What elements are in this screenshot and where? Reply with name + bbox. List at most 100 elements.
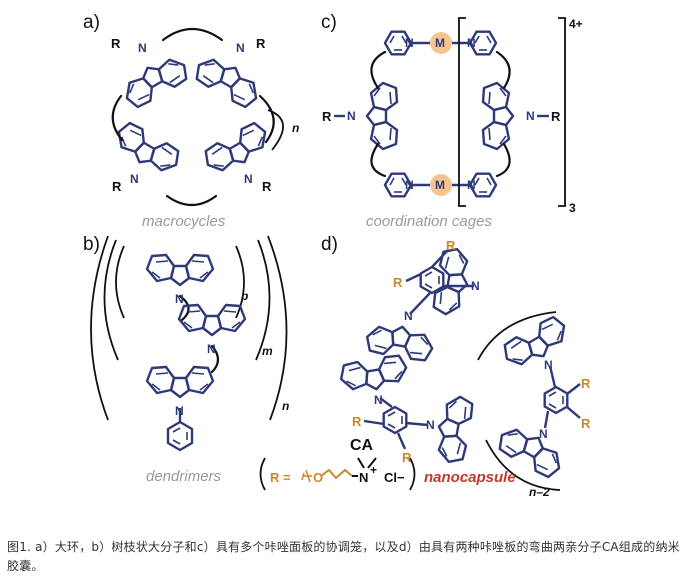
- repeat-index-n: n: [282, 399, 289, 413]
- paren-right: [409, 457, 416, 491]
- panel-d-caption: nanocapsule: [424, 469, 516, 486]
- repeat-bracket: [267, 109, 284, 151]
- panel-c-cage: [365, 17, 566, 207]
- figure-caption: 图1. a）大环，b）树枝状大分子和c）具有多个咔唑面板的协调笼，以及d）由具有…: [7, 540, 680, 573]
- attachment-point: [301, 469, 312, 483]
- macrocycle-link: [111, 94, 124, 142]
- dendrimer-link: [210, 344, 220, 374]
- metal-label: M: [435, 178, 445, 192]
- substituent-r: R: [352, 414, 362, 429]
- substituent-r: R: [581, 376, 591, 391]
- carbazole-unit: [199, 118, 275, 180]
- triazine-ring: [166, 420, 194, 452]
- panel-c-label: c): [321, 12, 337, 33]
- panel-d-label: d): [321, 234, 338, 255]
- substituent-r: R: [111, 36, 121, 51]
- n-atom: N: [405, 36, 414, 50]
- substituent-r: R: [551, 109, 561, 124]
- n-atom: N: [539, 427, 548, 441]
- n-atom: N: [467, 178, 476, 192]
- n-atom: N: [175, 404, 184, 418]
- carbazole-unit: [365, 81, 399, 151]
- paren-left: [259, 457, 266, 491]
- panel-c-caption: coordination cages: [366, 213, 492, 230]
- carbazole-unit: [481, 81, 515, 151]
- panel-d-nanocapsule: [337, 245, 581, 491]
- substituent-r: R: [262, 179, 272, 194]
- n-atom: N: [207, 342, 216, 356]
- benzene-ring: [419, 265, 445, 295]
- n-atom: N: [405, 178, 414, 192]
- panel-b-dendrimer: [90, 235, 288, 452]
- n-atom: N: [544, 358, 553, 372]
- n-atom: N: [526, 109, 535, 123]
- bracket-m-left: [103, 239, 119, 361]
- macrocycle-link: [161, 28, 224, 42]
- carbazole-unit: [337, 352, 411, 397]
- cage-bracket-left: [458, 17, 466, 207]
- substituent-r: R: [256, 36, 266, 51]
- bracket-n-right: [267, 235, 288, 421]
- n-atom: N: [374, 393, 383, 407]
- n-atom: N: [175, 292, 184, 306]
- carbazole-unit: [498, 312, 574, 374]
- benzene-ring: [382, 405, 408, 435]
- r-group-oxygen: O: [313, 470, 323, 485]
- repeat-index-p: p: [240, 289, 248, 303]
- r-group-charge: +: [370, 463, 377, 477]
- r-group-definition: [259, 457, 416, 491]
- r-group-nitrogen: N: [359, 470, 368, 485]
- substituent-r: R: [446, 238, 456, 253]
- substituent-r: R: [393, 275, 403, 290]
- cage-bracket-right: [558, 17, 566, 207]
- cage-link: [495, 50, 511, 90]
- n-atom: N: [426, 418, 435, 432]
- carbazole-unit: [117, 50, 193, 112]
- molecule-label-ca: CA: [350, 437, 374, 454]
- carbazole-unit: [109, 118, 185, 180]
- bracket-m-right: [255, 239, 271, 361]
- panel-b-caption: dendrimers: [146, 468, 222, 485]
- macrocycle-link: [258, 94, 275, 144]
- substituent-r: R: [402, 450, 412, 465]
- macrocycle-link: [165, 194, 218, 207]
- r-group-prefix: R =: [270, 470, 291, 485]
- carbazole-unit: [431, 392, 476, 466]
- cage-count: 3: [569, 201, 576, 215]
- n-atom: N: [404, 309, 413, 323]
- repeat-index-n: n: [292, 121, 299, 135]
- cage-link: [370, 142, 387, 178]
- panel-a-caption: macrocycles: [142, 213, 226, 230]
- panel-a-macrocycle: n: [109, 28, 299, 207]
- substituent-r: R: [581, 416, 591, 431]
- n-atom: N: [138, 41, 147, 55]
- carbazole-unit: [145, 253, 215, 287]
- carbazole-unit: [190, 50, 266, 112]
- substituent-r: R: [112, 179, 122, 194]
- n-atom: N: [236, 41, 245, 55]
- ethylene-chain: [320, 468, 353, 480]
- panel-b-label: b): [83, 234, 100, 255]
- n-atom: N: [244, 172, 253, 186]
- n-atom: N: [347, 109, 356, 123]
- repeat-index-n-2: n–2: [529, 485, 550, 499]
- repeat-index-m: m: [262, 344, 273, 358]
- panel-a-label: a): [83, 12, 100, 33]
- n-atom: N: [471, 279, 480, 293]
- r-group-counterion: Cl−: [384, 470, 405, 485]
- capsule-arc: [485, 439, 561, 491]
- cage-charge: 4+: [569, 17, 583, 31]
- capsule-arc: [477, 311, 557, 361]
- cage-link: [495, 142, 511, 178]
- bracket-p-right: [235, 245, 245, 319]
- metal-center: [430, 32, 452, 54]
- dendrimer-link: [178, 294, 190, 322]
- bracket-n-left: [90, 235, 109, 421]
- bracket-p-left: [115, 245, 125, 319]
- n-atom: N: [130, 172, 139, 186]
- carbazole-unit: [430, 245, 475, 319]
- metal-label: M: [435, 36, 445, 50]
- substituent-r: R: [322, 109, 332, 124]
- n-atom: N: [467, 36, 476, 50]
